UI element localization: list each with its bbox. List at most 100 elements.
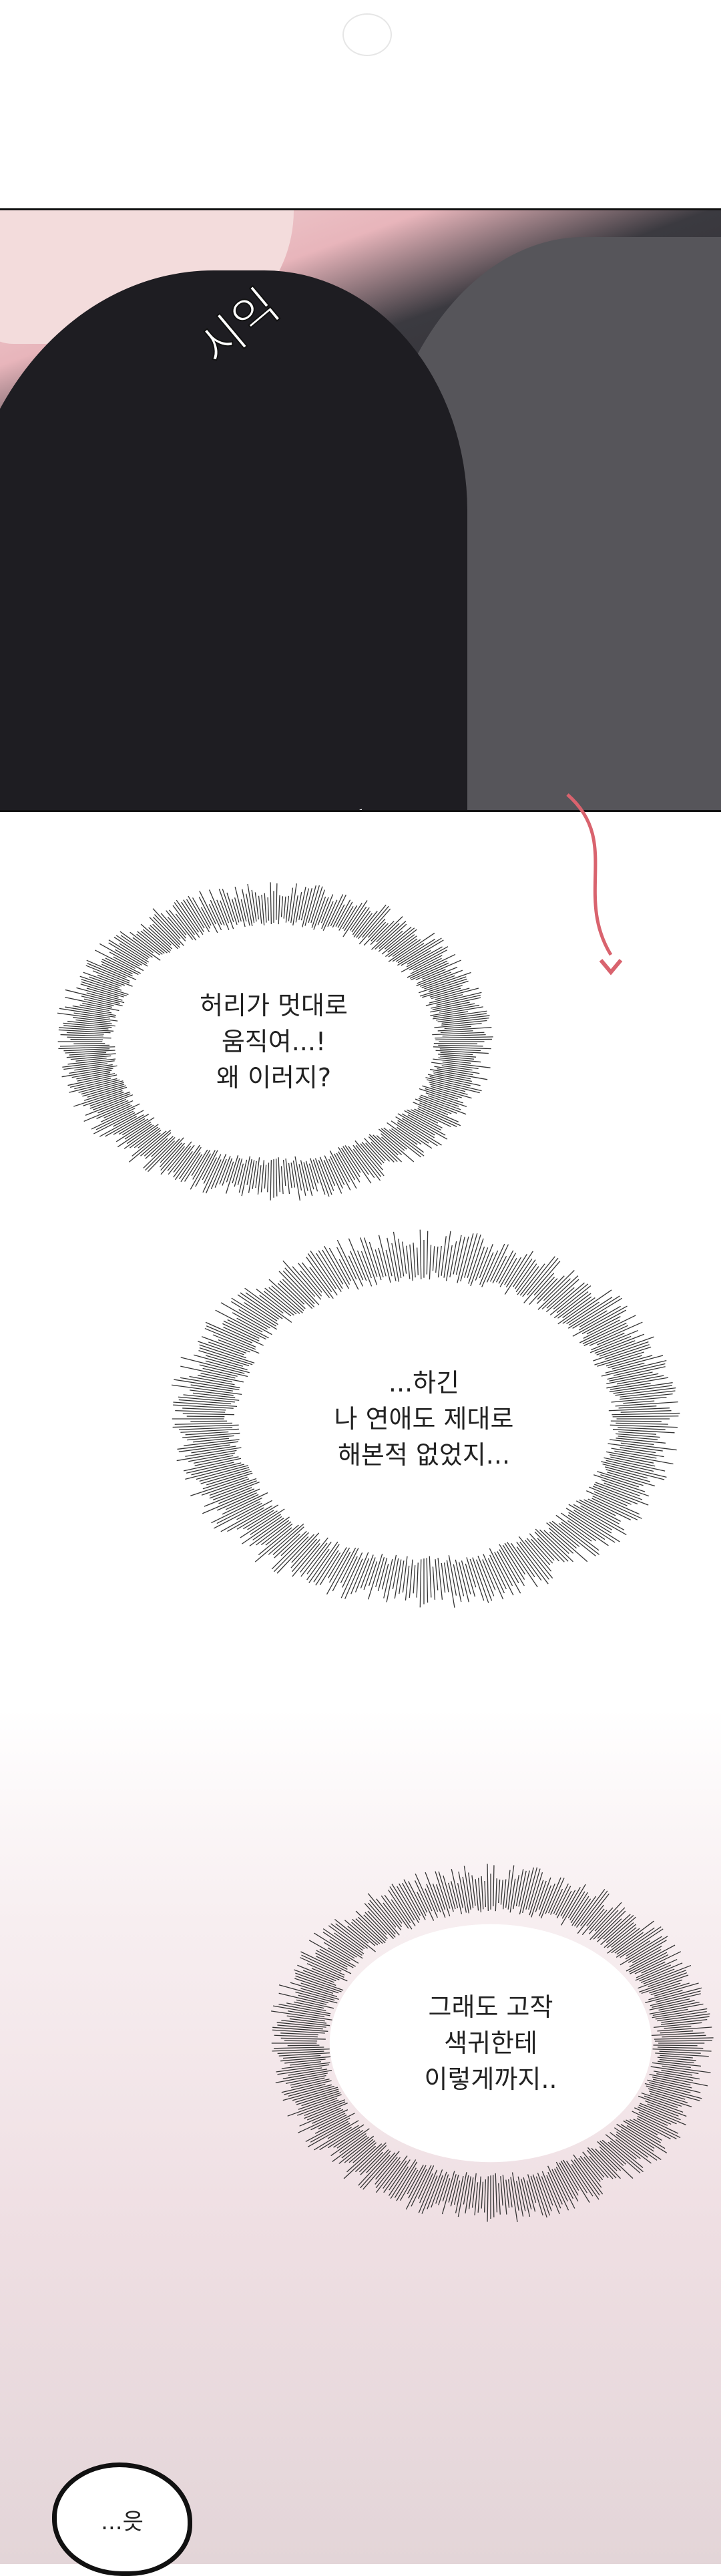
bubble-spike bbox=[432, 1566, 436, 1600]
bubble-spike bbox=[419, 1088, 463, 1104]
bubble-spike bbox=[546, 2175, 561, 2209]
bubble-spike bbox=[227, 1319, 266, 1340]
bubble-spike bbox=[140, 923, 172, 951]
bubble-spike bbox=[330, 1923, 365, 1950]
bubble-spike bbox=[287, 2045, 320, 2047]
bubble-spike bbox=[482, 1559, 496, 1590]
bubble-spike bbox=[244, 1302, 278, 1325]
bubble-spike bbox=[511, 2172, 519, 2211]
bubble-spike bbox=[108, 942, 148, 967]
bubble-spike bbox=[643, 1964, 692, 1984]
bubble-spike bbox=[280, 2037, 326, 2040]
bubble-spike bbox=[200, 1469, 250, 1484]
bubble-spike bbox=[505, 1870, 511, 1908]
bubble-spike bbox=[530, 2175, 543, 2216]
bubble-spike bbox=[527, 2174, 537, 2203]
bubble-spike bbox=[535, 2176, 550, 2216]
bubble-spike bbox=[618, 1406, 657, 1409]
bubble-spike bbox=[279, 1280, 305, 1305]
bubble-spike bbox=[375, 1249, 384, 1278]
bubble-spike bbox=[393, 1231, 402, 1279]
bubble-spike bbox=[82, 1002, 119, 1012]
bubble-spike bbox=[306, 2103, 348, 2121]
bubble-spike bbox=[329, 1156, 345, 1185]
bubble-spike bbox=[301, 1954, 345, 1976]
bubble-spike bbox=[143, 1136, 176, 1168]
bubble-spike bbox=[209, 1478, 257, 1496]
bubble-spike bbox=[222, 889, 234, 923]
bubble-spike bbox=[305, 1160, 314, 1190]
bubble-spike bbox=[71, 1070, 112, 1078]
bubble-spike bbox=[438, 1054, 477, 1058]
bubble-spike bbox=[597, 1351, 645, 1367]
bubble-spike bbox=[270, 1160, 272, 1201]
bubble-spike bbox=[606, 1355, 642, 1367]
bubble-spike bbox=[369, 1241, 382, 1281]
bubble-spike bbox=[243, 1510, 274, 1530]
bubble-spike bbox=[203, 1157, 218, 1184]
bubble-spike bbox=[562, 1296, 592, 1319]
bubble-spike bbox=[433, 1073, 472, 1082]
bubble-spike bbox=[620, 1442, 677, 1451]
bubble-spike bbox=[499, 1549, 519, 1584]
bubble-spike bbox=[70, 1055, 111, 1060]
bubble-spike bbox=[198, 1341, 246, 1359]
bubble-spike bbox=[422, 969, 446, 980]
bubble-spike bbox=[183, 1394, 240, 1401]
bubble-spike bbox=[174, 902, 200, 938]
bubble-spike bbox=[573, 1896, 597, 1927]
bubble-spike bbox=[218, 889, 234, 929]
bubble-spike bbox=[109, 951, 144, 972]
bubble-spike bbox=[618, 1427, 666, 1430]
bubble-spike bbox=[214, 1502, 262, 1529]
bubble-spike bbox=[329, 1939, 357, 1958]
bubble-spike bbox=[587, 1498, 632, 1520]
bubble-spike bbox=[290, 1162, 296, 1188]
bubble-spike bbox=[352, 911, 371, 935]
bubble-spike bbox=[65, 1050, 115, 1054]
bubble-spike bbox=[432, 1032, 485, 1036]
bubble-spike bbox=[87, 963, 130, 982]
bubble-spike bbox=[236, 1504, 279, 1530]
bubble-spike bbox=[429, 1081, 466, 1092]
bubble-spike bbox=[270, 882, 272, 924]
bubble-spike bbox=[560, 1884, 586, 1926]
bubble-spike bbox=[562, 1289, 612, 1324]
bubble-spike bbox=[351, 1922, 379, 1946]
bubble-spike bbox=[638, 2105, 686, 2125]
bubble-spike bbox=[425, 1888, 438, 1918]
bubble-spike bbox=[58, 1046, 115, 1050]
bubble-spike bbox=[344, 2139, 374, 2163]
bubble-spike bbox=[288, 887, 294, 921]
bubble-spike bbox=[417, 1892, 428, 1913]
bubble-spike bbox=[539, 1529, 573, 1562]
bubble-spike bbox=[175, 913, 197, 941]
bubble-spike bbox=[308, 1541, 338, 1583]
bubble-spike bbox=[92, 1094, 134, 1110]
bubble-spike bbox=[620, 1928, 664, 1958]
bubble-spike bbox=[321, 901, 334, 929]
bubble-spike bbox=[327, 894, 344, 927]
bubble-spike bbox=[124, 1121, 152, 1140]
bubble-spike bbox=[604, 1482, 640, 1496]
bubble-spike bbox=[626, 2119, 662, 2141]
bubble-spike bbox=[278, 2052, 330, 2057]
bubble-spike bbox=[388, 1890, 411, 1924]
bubble-spike bbox=[504, 1542, 526, 1575]
bubble-spike bbox=[589, 1910, 608, 1930]
bubble-spike bbox=[649, 2003, 704, 2014]
bubble-spike bbox=[547, 2165, 569, 2211]
bubble-spike bbox=[360, 2151, 383, 2175]
bubble-spike bbox=[421, 2175, 438, 2214]
bubble-spike bbox=[519, 1263, 545, 1296]
bubble-spike bbox=[419, 980, 469, 997]
bubble-spike bbox=[81, 979, 129, 996]
bubble-spike bbox=[397, 938, 436, 963]
bubble-spike bbox=[190, 1420, 228, 1422]
bubble-spike bbox=[381, 1133, 415, 1162]
bubble-spike bbox=[186, 1416, 225, 1418]
bubble-spike bbox=[433, 1071, 471, 1080]
bubble-spike bbox=[442, 2178, 451, 2202]
bubble-spike bbox=[137, 931, 165, 954]
comic-panel: 시익 쯔읍 bbox=[0, 208, 721, 812]
